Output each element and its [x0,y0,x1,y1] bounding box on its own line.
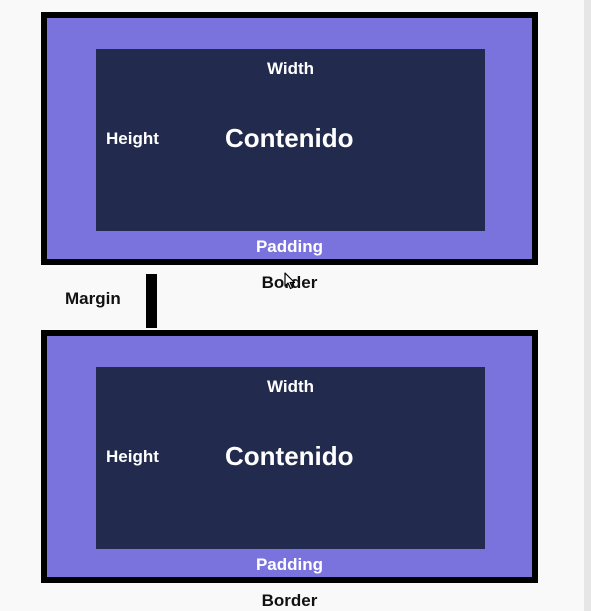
mouse-pointer-icon [284,272,296,290]
window-edge [584,0,591,611]
box-model-top: Width Height Contenido Padding [41,12,538,265]
content-area: Width Height Contenido [96,367,485,549]
box-model-bottom: Width Height Contenido Padding [41,330,538,583]
border-label: Border [261,591,318,610]
margin-label: Margin [65,289,121,308]
content-label: Contenido [225,123,354,153]
margin-bar [146,274,157,328]
padding-label: Padding [255,555,324,574]
content-label: Contenido [225,441,354,471]
height-label: Height [106,129,159,148]
width-label: Width [266,59,315,78]
padding-label: Padding [255,237,324,256]
content-area: Width Height Contenido [96,49,485,231]
height-label: Height [106,447,159,466]
width-label: Width [266,377,315,396]
